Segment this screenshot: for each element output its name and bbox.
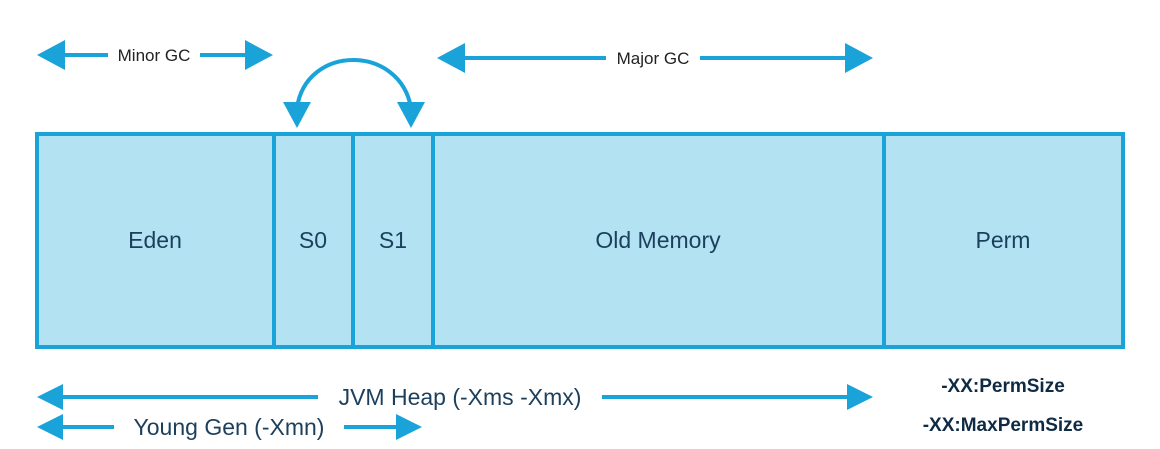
segment-eden-label: Eden (128, 227, 182, 253)
segment-eden: Eden (35, 132, 276, 349)
segment-perm-label: Perm (976, 227, 1031, 253)
young-gen-arrow (37, 414, 422, 440)
major-gc-arrow (437, 43, 873, 73)
young-gen-label: Young Gen (-Xmn) (134, 414, 325, 440)
segment-s0: S0 (272, 132, 355, 349)
jvm-heap-label: JVM Heap (-Xms -Xmx) (339, 384, 582, 410)
segment-old-memory-label: Old Memory (595, 227, 721, 253)
segment-s1-label: S1 (379, 227, 407, 253)
jvm-heap-arrow (37, 384, 873, 410)
segment-perm: Perm (882, 132, 1125, 349)
max-perm-size-flag: -XX:MaxPermSize (923, 415, 1084, 436)
segment-s0-label: S0 (299, 227, 327, 253)
major-gc-label: Major GC (617, 49, 690, 68)
segment-old-memory: Old Memory (431, 132, 886, 349)
minor-gc-label: Minor GC (118, 46, 191, 65)
minor-gc-arrow (37, 40, 273, 70)
perm-size-flag: -XX:PermSize (941, 376, 1065, 397)
survivor-swap-arrow (283, 58, 425, 128)
segment-s1: S1 (351, 132, 435, 349)
